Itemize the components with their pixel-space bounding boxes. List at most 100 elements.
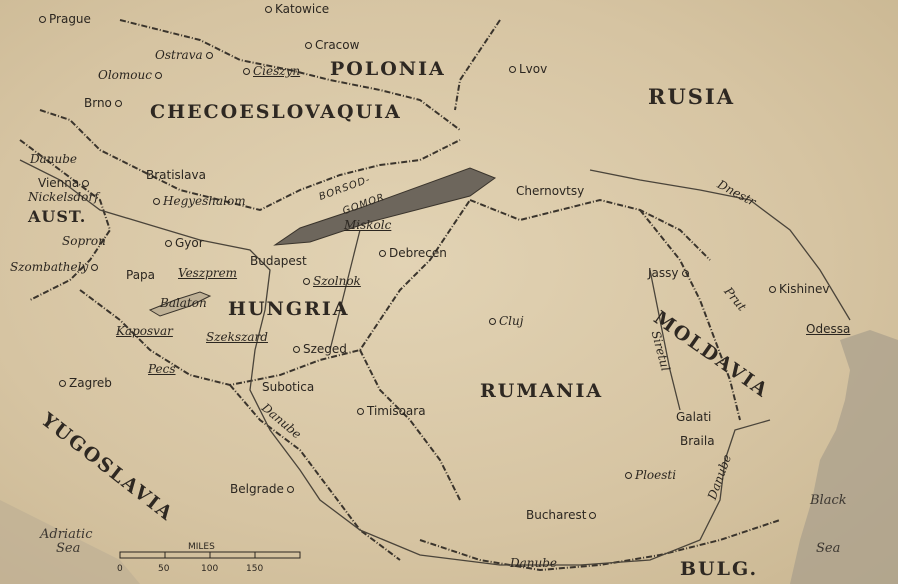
city-marker bbox=[357, 408, 364, 415]
city-miskolc: Miskolc bbox=[344, 218, 392, 232]
city-belgrade: Belgrade bbox=[230, 482, 297, 496]
border-czech-hungary bbox=[39, 109, 461, 212]
river-siretul bbox=[649, 269, 681, 411]
city-cracow: Cracow bbox=[302, 38, 359, 52]
border-prut bbox=[639, 209, 741, 421]
attack-arrow bbox=[273, 167, 497, 246]
city-brno: Brno bbox=[84, 96, 125, 110]
city-marker bbox=[39, 16, 46, 23]
city-prague: Prague bbox=[36, 12, 91, 26]
label-adriatic: Adriatic bbox=[40, 527, 93, 542]
city-braila: Braila bbox=[680, 434, 715, 448]
city-olomouc: Olomouc bbox=[98, 68, 165, 82]
city-bratislava: Bratislava bbox=[146, 168, 206, 182]
lake-balaton bbox=[148, 291, 212, 317]
border-bulgaria bbox=[419, 519, 781, 572]
river-tisza bbox=[329, 229, 361, 351]
city-subotica: Subotica bbox=[262, 380, 315, 394]
scale-tick-0: 0 bbox=[117, 564, 123, 574]
border-yugo-romania bbox=[229, 384, 401, 561]
city-marker bbox=[681, 270, 689, 277]
label-aust: AUST. bbox=[28, 207, 87, 226]
city-marker bbox=[303, 278, 310, 285]
city-sopron: Sopron bbox=[62, 234, 106, 248]
city-szombathely: Szombathely bbox=[10, 260, 101, 274]
label-hungria: HUNGRIA bbox=[228, 298, 350, 320]
city-nickelsdorf: Nickelsdorf bbox=[28, 190, 99, 204]
city-marker bbox=[489, 318, 496, 325]
city-marker bbox=[91, 264, 99, 271]
city-hegyeshalom: Hegyeshalom bbox=[150, 194, 246, 208]
city-marker bbox=[305, 42, 312, 49]
border-romania-west bbox=[359, 349, 461, 501]
city-marker bbox=[589, 512, 597, 519]
city-marker bbox=[153, 198, 160, 205]
scale-tick-100: 100 bbox=[201, 564, 219, 574]
label-rusia: RUSIA bbox=[648, 84, 736, 109]
city-marker bbox=[243, 68, 250, 75]
city-debrecen: Debrecen bbox=[376, 246, 447, 260]
city-timisoara: Timisoara bbox=[354, 404, 426, 418]
river-danube bbox=[19, 159, 771, 566]
border-romania-north bbox=[469, 198, 711, 261]
city-marker bbox=[205, 52, 213, 59]
scale-title: MILES bbox=[188, 542, 215, 552]
city-szeged: Szeged bbox=[290, 342, 347, 356]
city-galati: Galati bbox=[676, 410, 712, 424]
border-poland-ussr bbox=[454, 19, 501, 111]
city-bucharest: Bucharest bbox=[526, 508, 599, 522]
city-zagreb: Zagreb bbox=[56, 376, 112, 390]
city-cieszyn: Cieszyn bbox=[240, 64, 300, 78]
river-label-danube-bottom: Danube bbox=[510, 556, 558, 570]
city-marker bbox=[59, 380, 66, 387]
city-marker bbox=[293, 346, 300, 353]
city-balaton: Balaton bbox=[160, 296, 207, 310]
border-czech-poland bbox=[119, 19, 461, 131]
scale-tick-50: 50 bbox=[158, 564, 170, 574]
scale-bar-lines bbox=[119, 551, 301, 559]
border-austria bbox=[19, 139, 112, 301]
city-szekszard: Szekszard bbox=[206, 330, 268, 344]
city-marker bbox=[265, 6, 272, 13]
city-marker bbox=[165, 240, 172, 247]
river-label-danube-nw: Danube bbox=[30, 152, 78, 166]
city-marker bbox=[509, 66, 516, 73]
label-adriatic-sea: Sea bbox=[56, 541, 81, 556]
label-polonia: POLONIA bbox=[330, 58, 446, 80]
city-marker bbox=[379, 250, 386, 257]
city-budapest: Budapest bbox=[250, 254, 307, 268]
adriatic-sea-shape bbox=[0, 500, 140, 584]
city-vienna: Vienna bbox=[38, 176, 92, 190]
city-papa: Papa bbox=[126, 268, 156, 282]
city-gyor: Gyor bbox=[162, 236, 204, 250]
city-katowice: Katowice bbox=[262, 2, 329, 16]
city-ploesti: Ploesti bbox=[622, 468, 676, 482]
city-marker bbox=[286, 486, 294, 493]
border-hungary-south bbox=[79, 199, 471, 387]
black-sea-shape bbox=[790, 330, 898, 584]
city-kaposvar: Kaposvar bbox=[116, 324, 173, 338]
city-lvov: Lvov bbox=[506, 62, 547, 76]
label-black: Black bbox=[810, 493, 847, 508]
city-cluj: Cluj bbox=[486, 314, 523, 328]
city-marker bbox=[154, 72, 162, 79]
city-jassy: Jassy bbox=[648, 266, 692, 280]
city-marker bbox=[769, 286, 776, 293]
city-ostrava: Ostrava bbox=[155, 48, 216, 62]
label-black-sea: Sea bbox=[816, 541, 841, 556]
city-chernovtsy: Chernovtsy bbox=[516, 184, 585, 198]
city-odessa: Odessa bbox=[806, 322, 851, 336]
river-dnestr bbox=[589, 169, 851, 321]
city-szolnok: Szolnok bbox=[300, 274, 361, 288]
city-kishinev: Kishinev bbox=[766, 282, 829, 296]
label-checoslovaquia: CHECOESLOVAQUIA bbox=[150, 101, 402, 123]
scale-tick-150: 150 bbox=[246, 564, 264, 574]
city-veszprem: Veszprem bbox=[178, 266, 238, 280]
city-marker bbox=[114, 100, 122, 107]
city-marker bbox=[82, 180, 90, 187]
label-rumania: RUMANIA bbox=[480, 380, 604, 402]
city-pecs: Pecs bbox=[148, 362, 176, 376]
label-bulg: BULG. bbox=[680, 558, 759, 580]
